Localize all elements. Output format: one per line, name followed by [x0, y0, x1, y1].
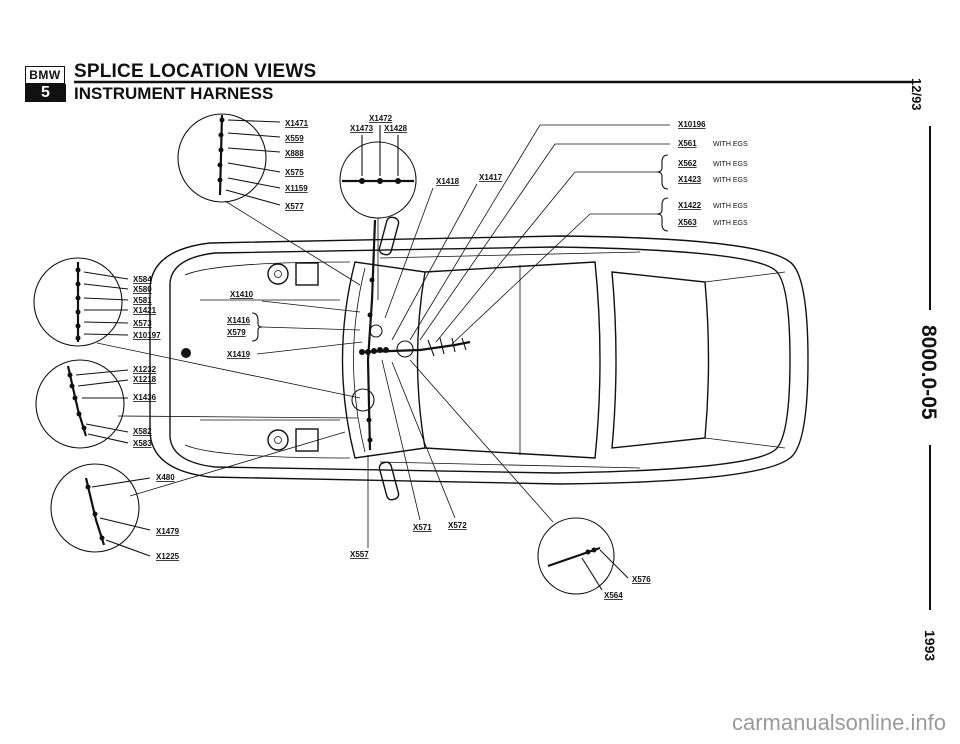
bottom-labels: X571 X572 X557 X576 X564	[350, 359, 651, 600]
label-x10196: X10196	[678, 120, 706, 129]
bmw-5-series-logo: BMW 5	[25, 66, 66, 102]
label-x584: X584	[133, 275, 152, 284]
label-x581: X581	[133, 296, 152, 305]
note-x563: WITH EGS	[713, 220, 748, 227]
label-x575: X575	[285, 168, 304, 177]
center-labels: X1418 X1417	[384, 173, 503, 341]
label-x1471: X1471	[285, 119, 309, 128]
label-x1418: X1418	[436, 177, 460, 186]
label-x1419: X1419	[227, 350, 251, 359]
page-title: SPLICE LOCATION VIEWS	[74, 61, 317, 82]
car-outline	[149, 216, 809, 501]
label-x576: X576	[632, 575, 651, 584]
label-x579: X579	[227, 328, 246, 337]
label-x561: X561	[678, 139, 697, 148]
label-x1479: X1479	[156, 527, 180, 536]
detail-top-center: X1472 X1473 X1428	[339, 114, 417, 300]
label-x888: X888	[285, 149, 304, 158]
car-interior-labels: X1410 X1416 X579 X1419	[227, 290, 363, 359]
label-x571: X571	[413, 523, 432, 532]
detail-top-left: X1471 X559 X888 X575 X1159 X577	[177, 113, 361, 286]
label-x572: X572	[448, 521, 467, 530]
logo-brand: BMW	[25, 66, 65, 84]
label-x1421: X1421	[133, 306, 157, 315]
label-x573: X573	[133, 319, 152, 328]
label-x1410: X1410	[230, 290, 254, 299]
label-x580: X580	[133, 285, 152, 294]
car-harness	[351, 219, 471, 451]
label-x1423: X1423	[678, 175, 702, 184]
label-x1422: X1422	[678, 201, 702, 210]
label-x1159: X1159	[285, 184, 308, 193]
label-x563: X563	[678, 218, 697, 227]
label-x1416: X1416	[227, 316, 251, 325]
logo-series: 5	[25, 84, 66, 102]
label-x10197: X10197	[133, 331, 161, 340]
note-x561: WITH EGS	[713, 141, 748, 148]
label-x562: X562	[678, 159, 697, 168]
label-x557: X557	[350, 550, 369, 559]
note-x1422: WITH EGS	[713, 203, 748, 210]
label-x1232: X1232	[133, 365, 157, 374]
label-x1428: X1428	[384, 124, 408, 133]
label-x1436: X1436	[133, 393, 157, 402]
label-x1417: X1417	[479, 173, 503, 182]
label-x1472: X1472	[369, 114, 393, 123]
label-x1473: X1473	[350, 124, 374, 133]
page-subtitle: INSTRUMENT HARNESS	[74, 84, 274, 103]
label-x480: X480	[156, 473, 175, 482]
note-x562: WITH EGS	[713, 161, 748, 168]
watermark: carmanualsonline.info	[731, 710, 946, 735]
label-x1218: X1218	[133, 375, 157, 384]
right-connector-list: X10196 X561 WITH EGS X562 WITH EGS X1423…	[409, 120, 748, 345]
detail-left-1: X584 X580 X581 X1421 X573 X10197	[33, 257, 361, 399]
label-x583: X583	[133, 439, 152, 448]
label-x1225: X1225	[156, 552, 180, 561]
label-x582: X582	[133, 427, 152, 436]
detail-left-2: X1232 X1218 X1436 X582 X583	[35, 359, 359, 449]
label-x559: X559	[285, 134, 304, 143]
detail-left-3: X480 X1479 X1225	[50, 431, 346, 561]
label-x577: X577	[285, 202, 304, 211]
note-x1423: WITH EGS	[713, 177, 748, 184]
label-x564: X564	[604, 591, 623, 600]
